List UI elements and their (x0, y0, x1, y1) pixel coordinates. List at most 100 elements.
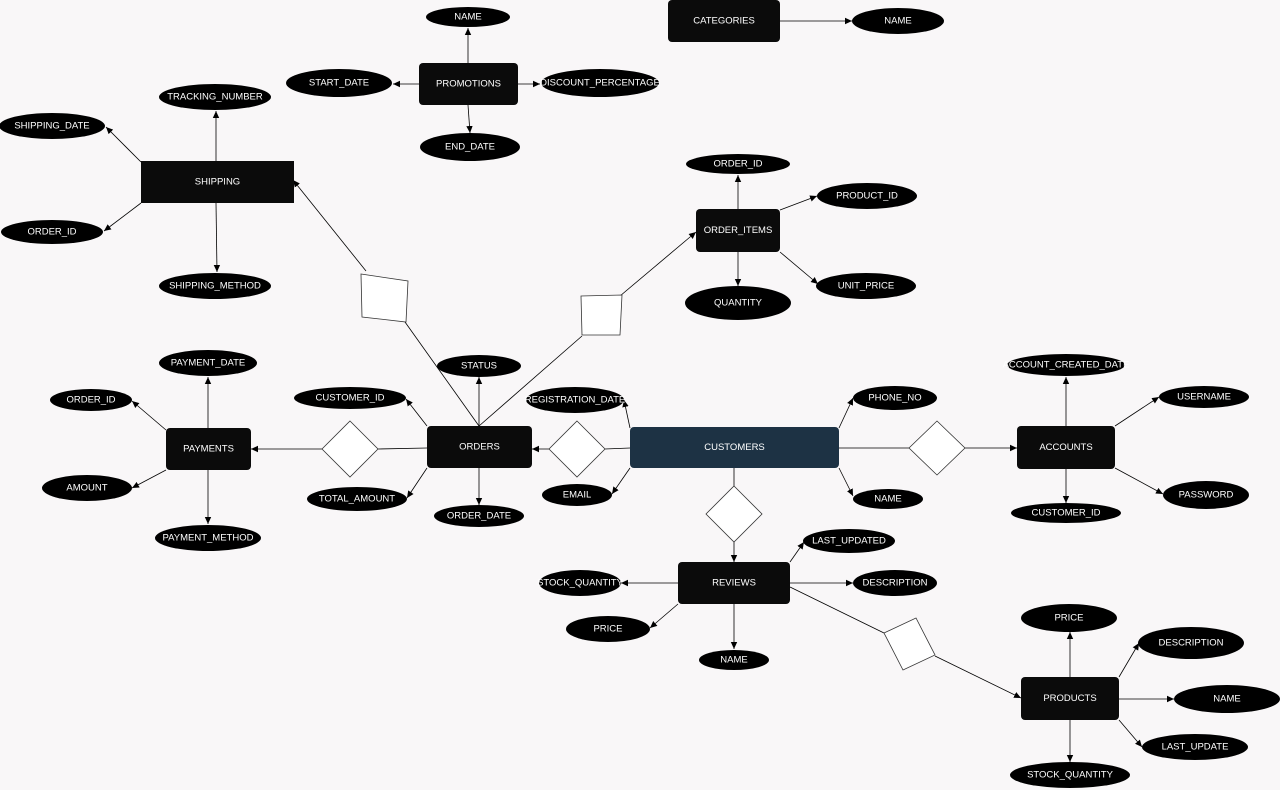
attribute-ellipse[interactable] (159, 350, 257, 376)
attribute-ellipse[interactable] (1159, 386, 1249, 408)
attribute-ellipse[interactable] (852, 8, 944, 34)
attribute-ellipse[interactable] (159, 84, 271, 110)
attribute-rev-price[interactable]: PRICE (566, 616, 650, 642)
entity-accounts[interactable]: ACCOUNTS (1017, 426, 1115, 469)
attribute-ellipse[interactable] (1011, 503, 1121, 523)
relationship-orders-payments[interactable] (321, 420, 379, 478)
entity-categories[interactable]: CATEGORIES (668, 0, 780, 42)
entity-order-items[interactable]: ORDER_ITEMS (696, 209, 780, 252)
relationship-reviews-products[interactable] (883, 617, 936, 671)
attribute-ellipse[interactable] (1174, 685, 1280, 713)
attribute-cust-phone[interactable]: PHONE_NO (853, 386, 937, 410)
attribute-ellipse[interactable] (853, 386, 937, 410)
entity-box[interactable] (668, 0, 780, 42)
entity-box[interactable] (678, 562, 790, 604)
attribute-ellipse[interactable] (1163, 481, 1249, 509)
attribute-ellipse[interactable] (853, 570, 937, 596)
attribute-ellipse[interactable] (539, 570, 621, 596)
attribute-rev-stock[interactable]: STOCK_QUANTITY (537, 570, 624, 596)
attribute-ellipse[interactable] (50, 389, 132, 411)
relationship-customers-reviews[interactable] (705, 485, 763, 543)
attribute-ellipse[interactable] (686, 154, 790, 174)
attribute-ellipse[interactable] (816, 273, 916, 299)
attribute-ship-date[interactable]: SHIPPING_DATE (0, 113, 105, 139)
attribute-ord-status[interactable]: STATUS (437, 355, 521, 377)
attribute-ellipse[interactable] (42, 475, 132, 501)
attribute-ellipse[interactable] (541, 69, 659, 97)
entity-customers[interactable]: CUSTOMERS (630, 427, 839, 468)
attribute-ellipse[interactable] (853, 489, 923, 509)
entity-promotions[interactable]: PROMOTIONS (419, 63, 518, 105)
relationship-diamond[interactable] (548, 420, 606, 478)
attribute-ellipse[interactable] (434, 505, 524, 527)
attribute-cust-reg[interactable]: REGISTRATION_DATE (525, 387, 625, 413)
attribute-prod-update[interactable]: LAST_UPDATE (1142, 734, 1248, 760)
relationship-diamond[interactable] (321, 420, 379, 478)
attribute-acc-pass[interactable]: PASSWORD (1163, 481, 1249, 509)
attribute-ellipse[interactable] (1021, 604, 1117, 632)
attribute-prod-name[interactable]: NAME (1174, 685, 1280, 713)
attribute-ellipse[interactable] (699, 650, 769, 670)
relationship-diamond[interactable] (883, 617, 936, 671)
attribute-ellipse[interactable] (1010, 762, 1130, 788)
attribute-ship-order[interactable]: ORDER_ID (1, 220, 103, 244)
relationship-diamond[interactable] (360, 273, 409, 323)
attribute-pay-amount[interactable]: AMOUNT (42, 475, 132, 501)
attribute-promo-start[interactable]: START_DATE (286, 69, 392, 97)
entity-box[interactable] (1021, 677, 1119, 720)
attribute-ord-total[interactable]: TOTAL_AMOUNT (307, 487, 407, 511)
entity-box[interactable] (630, 427, 839, 468)
relationship-customers-accounts[interactable] (908, 420, 966, 476)
attribute-ellipse[interactable] (0, 113, 105, 139)
attribute-oi-qty[interactable]: QUANTITY (685, 286, 791, 320)
attribute-promo-name[interactable]: NAME (426, 7, 510, 27)
attribute-ellipse[interactable] (542, 484, 612, 506)
entity-box[interactable] (1017, 426, 1115, 469)
attribute-pay-order[interactable]: ORDER_ID (50, 389, 132, 411)
attribute-ship-track[interactable]: TRACKING_NUMBER (159, 84, 271, 110)
attribute-promo-end[interactable]: END_DATE (420, 133, 520, 161)
attribute-ellipse[interactable] (1138, 627, 1244, 659)
attribute-ellipse[interactable] (817, 183, 917, 209)
attribute-acc-user[interactable]: USERNAME (1159, 386, 1249, 408)
entity-box[interactable] (141, 161, 294, 203)
attribute-ellipse[interactable] (437, 355, 521, 377)
attribute-cat-name[interactable]: NAME (852, 8, 944, 34)
entity-payments[interactable]: PAYMENTS (166, 428, 251, 470)
relationship-customers-orders[interactable] (548, 420, 606, 478)
attribute-ellipse[interactable] (155, 525, 261, 551)
attribute-ord-date[interactable]: ORDER_DATE (434, 505, 524, 527)
attribute-cust-email[interactable]: EMAIL (542, 484, 612, 506)
attribute-ellipse[interactable] (803, 529, 895, 553)
entity-box[interactable] (427, 426, 532, 468)
entity-box[interactable] (696, 209, 780, 252)
attribute-prod-desc[interactable]: DESCRIPTION (1138, 627, 1244, 659)
attribute-pay-method[interactable]: PAYMENT_METHOD (155, 525, 261, 551)
attribute-ellipse[interactable] (159, 273, 271, 299)
attribute-oi-price[interactable]: UNIT_PRICE (816, 273, 916, 299)
entity-products[interactable]: PRODUCTS (1021, 677, 1119, 720)
attribute-ellipse[interactable] (286, 69, 392, 97)
relationship-orders-order_items[interactable] (580, 294, 623, 336)
entity-box[interactable] (419, 63, 518, 105)
attribute-oi-product[interactable]: PRODUCT_ID (817, 183, 917, 209)
attribute-ord-cust[interactable]: CUSTOMER_ID (294, 387, 406, 409)
attribute-rev-desc[interactable]: DESCRIPTION (853, 570, 937, 596)
attribute-oi-order[interactable]: ORDER_ID (686, 154, 790, 174)
entity-reviews[interactable]: REVIEWS (678, 562, 790, 604)
attribute-promo-disc[interactable]: DISCOUNT_PERCENTAGE (540, 69, 660, 97)
attribute-ellipse[interactable] (1007, 354, 1125, 376)
attribute-ellipse[interactable] (420, 133, 520, 161)
attribute-rev-name[interactable]: NAME (699, 650, 769, 670)
attribute-rev-updated[interactable]: LAST_UPDATED (803, 529, 895, 553)
relationship-diamond[interactable] (908, 420, 966, 476)
attribute-acc-cust[interactable]: CUSTOMER_ID (1011, 503, 1121, 523)
attribute-ellipse[interactable] (294, 387, 406, 409)
attribute-ellipse[interactable] (1142, 734, 1248, 760)
attribute-ellipse[interactable] (426, 7, 510, 27)
entity-orders[interactable]: ORDERS (427, 426, 532, 468)
entity-box[interactable] (166, 428, 251, 470)
attribute-ellipse[interactable] (566, 616, 650, 642)
attribute-ellipse[interactable] (1, 220, 103, 244)
attribute-cust-name[interactable]: NAME (853, 489, 923, 509)
